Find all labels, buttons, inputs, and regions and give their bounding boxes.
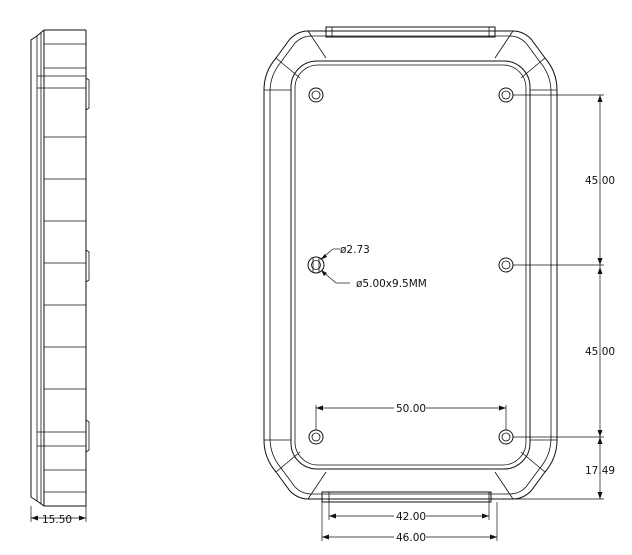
side-view — [30, 29, 90, 522]
mounting-hole — [498, 87, 514, 103]
mounting-hole — [498, 429, 514, 445]
dim-hole-spacing-lower: 45.00 — [585, 346, 615, 358]
slotted-hole — [307, 256, 325, 274]
dim-clip-inner-width: 42.00 — [396, 511, 426, 523]
dim-side-thickness: 15.50 — [42, 514, 72, 526]
dim-clip-outer-width: 46.00 — [396, 532, 426, 544]
bottom-width-dimensions — [321, 502, 498, 541]
callout-hole-counterbore: ø5.00x9.5MM — [356, 278, 427, 290]
mounting-holes — [307, 87, 514, 445]
dim-hole-spacing-upper: 45.00 — [585, 175, 615, 187]
horizontal-hole-dimension — [315, 405, 507, 430]
dim-bottom-offset: 17.49 — [585, 465, 615, 477]
dim-hole-spacing-horizontal: 50.00 — [396, 403, 426, 415]
mounting-hole — [308, 429, 324, 445]
mounting-hole — [308, 87, 324, 103]
vertical-dimensions — [495, 94, 604, 500]
callout-hole-diameter: ø2.73 — [340, 244, 370, 256]
hole-callouts — [320, 248, 350, 284]
mounting-hole — [498, 257, 514, 273]
